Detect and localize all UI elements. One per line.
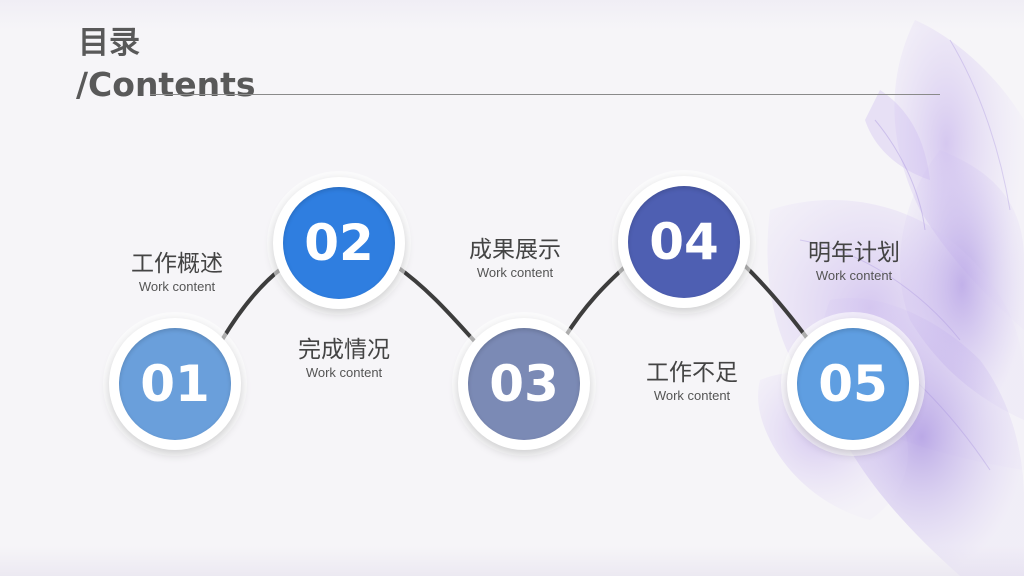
title-divider (150, 94, 940, 95)
connector-02-03 (394, 264, 480, 347)
item-03-title: 成果展示 (469, 237, 561, 263)
item-03-circle[interactable]: 03 (458, 318, 590, 450)
item-04-label: 工作不足 Work content (617, 360, 767, 404)
item-04-title: 工作不足 (646, 360, 738, 386)
item-01-circle[interactable]: 01 (109, 318, 241, 450)
item-02-subtitle: Work content (305, 365, 383, 381)
page-subtitle: /Contents (76, 65, 256, 104)
item-01-number: 01 (140, 355, 210, 413)
item-05-number: 05 (818, 355, 888, 413)
item-02-circle[interactable]: 02 (273, 177, 405, 309)
item-03-subtitle: Work content (476, 265, 554, 281)
item-05-label: 明年计划 Work content (779, 240, 929, 284)
top-band (0, 0, 1024, 30)
item-03-number: 03 (489, 355, 559, 413)
item-04-number: 04 (649, 213, 719, 271)
item-01-label: 工作概述 Work content (102, 251, 252, 295)
item-04-subtitle: Work content (653, 388, 731, 404)
item-02-title: 完成情况 (298, 337, 390, 363)
item-01-subtitle: Work content (138, 279, 216, 295)
item-05-badge: 05 (797, 328, 909, 440)
item-01-badge: 01 (119, 328, 231, 440)
item-03-badge: 03 (468, 328, 580, 440)
item-05-subtitle: Work content (815, 268, 893, 284)
bottom-band (0, 546, 1024, 576)
item-04-circle[interactable]: 04 (618, 176, 750, 308)
page-title: 目录 (78, 25, 140, 61)
item-01-title: 工作概述 (131, 251, 223, 277)
connector-04-05 (740, 261, 812, 344)
connector-01-02 (220, 266, 284, 342)
item-02-label: 完成情况 Work content (269, 337, 419, 381)
item-02-badge: 02 (283, 187, 395, 299)
item-03-label: 成果展示 Work content (440, 237, 590, 281)
connector-03-04 (563, 263, 629, 339)
item-05-circle[interactable]: 05 (787, 318, 919, 450)
item-02-number: 02 (304, 214, 374, 272)
item-05-title: 明年计划 (808, 240, 900, 266)
item-04-badge: 04 (628, 186, 740, 298)
